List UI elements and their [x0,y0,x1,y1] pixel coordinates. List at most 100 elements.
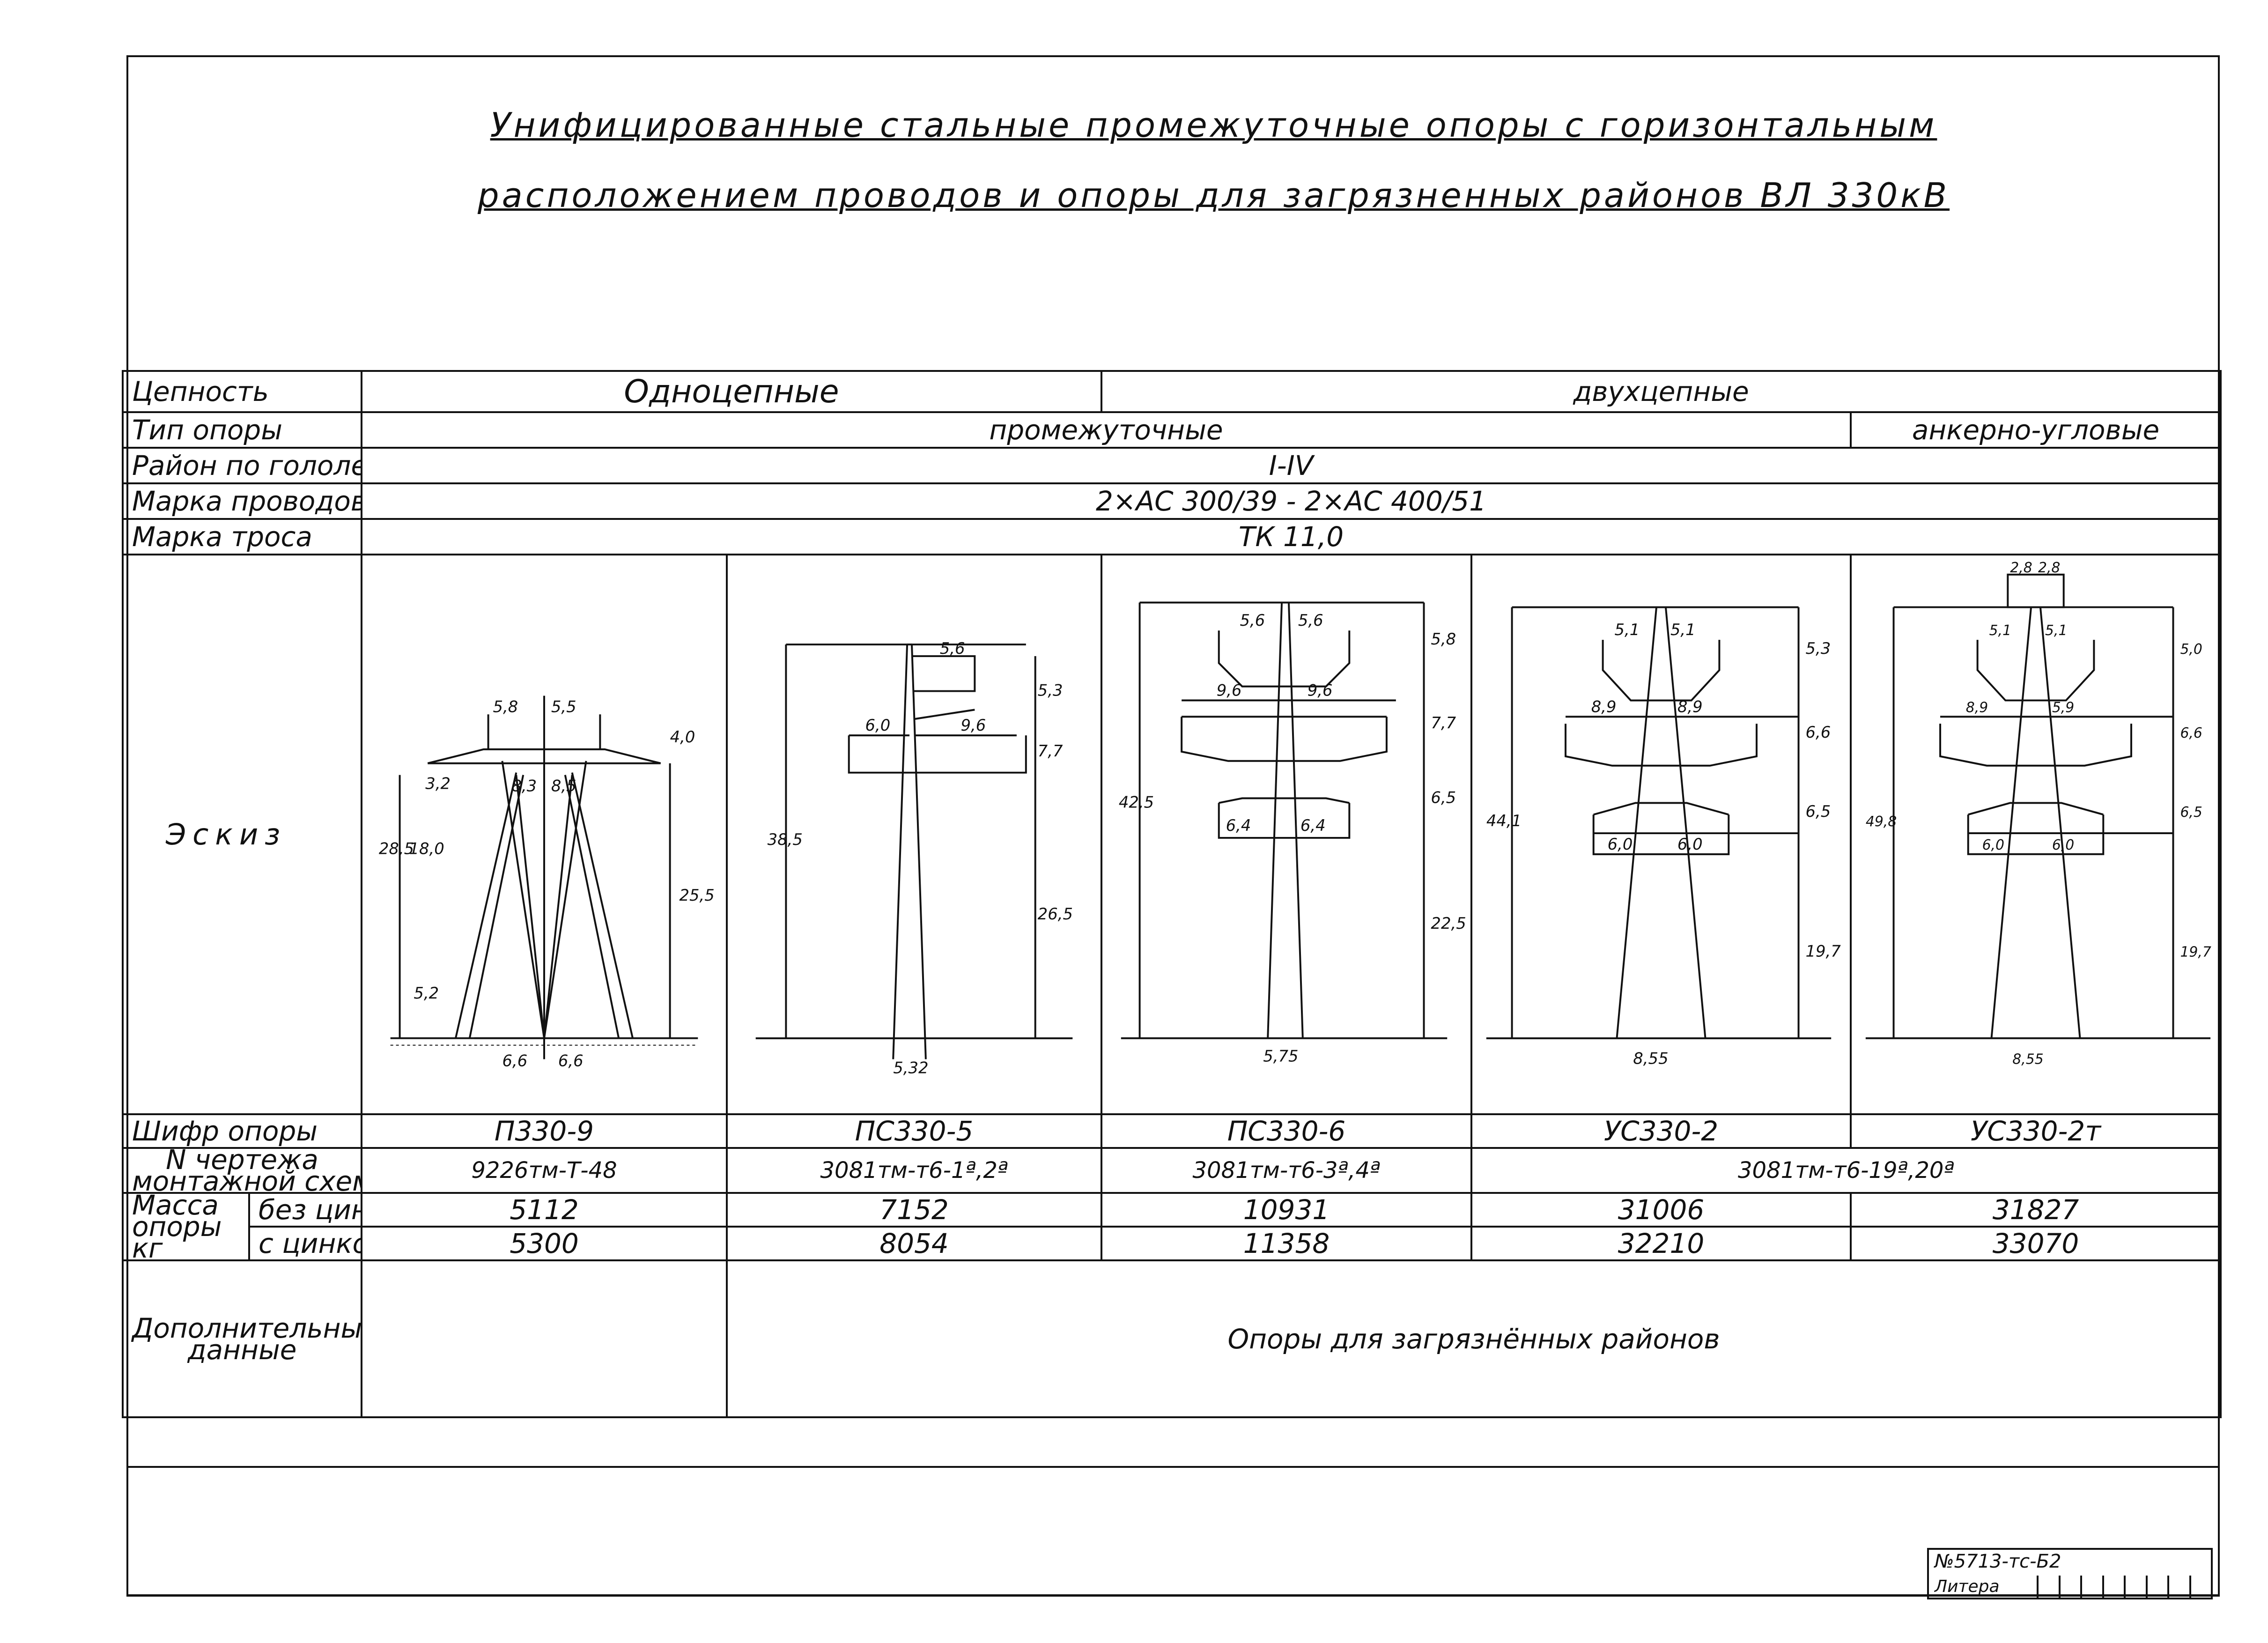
dim-p330-9-cross-l: 8,3 [511,777,537,795]
dim-ps330-5-right-h: 26,5 [1038,905,1073,923]
dim-us330-2t-peak: 2,8 [2010,560,2032,576]
dim-us330-2t-r2: 6,6 [2180,725,2202,741]
value-region: I-IV [360,447,2222,484]
dim-ps330-5-left-h: 38,5 [768,830,803,849]
title-line-1: Унифицированные стальные промежуточные о… [490,105,1937,145]
code-p330-9: П330-9 [361,1113,728,1149]
dim-us330-2t-mid-l: 8,9 [1966,699,1988,716]
mass-no-zinc-1: 7152 [725,1192,1103,1228]
dim-us330-2-mid-l: 8,9 [1591,697,1617,716]
dim-us330-2t-r1: 5,0 [2180,641,2202,658]
row-sketch: Эскиз [122,554,2222,1115]
sketch-p330-9: 5,8 5,5 4,0 8,3 8,5 3,2 28,5 18,0 25,5 5… [361,554,728,1115]
dim-us330-2-base: 8,55 [1633,1050,1668,1068]
code-us330-2t: УС330-2т [1850,1113,2222,1149]
row-code: Шифр опоры П330-9 ПС330-5 ПС330-6 УС330-… [122,1113,2222,1149]
dim-us330-2t-bot-l: 6,0 [1982,837,2004,853]
sketch-us330-2: 5,1 5,1 5,3 8,9 8,9 6,6 6,5 6,0 6,0 44,1… [1470,554,1852,1115]
title-line-2: расположением проводов и опоры для загря… [477,176,1950,215]
drawing-us330-merged: 3081тм-т6-19ª,20ª [1470,1147,2222,1194]
dim-us330-2-top-l: 5,1 [1615,621,1640,639]
row-chain: Цепность Одноцепные двухцепные [122,370,2222,413]
tower-drawing-us330-2: 5,1 5,1 5,3 8,9 8,9 6,6 6,5 6,0 6,0 44,1… [1486,606,1841,1068]
dim-ps330-6-top-r: 5,6 [1298,611,1323,629]
dim-us330-2-r1: 5,3 [1805,639,1831,658]
row-type: Тип опоры промежуточные анкерно-угловые [122,411,2222,449]
row-region: Район по гололеду I-IV [122,447,2222,484]
sketch-ps330-6: 5,6 5,6 5,8 9,6 9,6 7,7 6,5 6,4 6,4 42,5… [1101,554,1473,1115]
code-ps330-6: ПС330-6 [1101,1113,1473,1149]
stamp-cells [2037,1576,2211,1598]
label-mass-no-zinc: без цинка [248,1192,362,1228]
stamp-code: №5713-тс-Б2 [1935,1551,2061,1572]
dim-us330-2t-mid-r: 5,9 [2052,699,2074,716]
dim-p330-9-left-h2: 18,0 [409,840,444,858]
dim-us330-2-bot-r: 6,0 [1677,835,1703,853]
dim-ps330-6-left-h: 42,5 [1119,793,1154,811]
extra-p330-9 [361,1259,728,1418]
dim-ps330-6-mid-l: 9,6 [1217,681,1242,700]
dim-p330-9-cross-r: 8,5 [551,777,576,795]
mass-zinc-2: 11358 [1101,1226,1473,1261]
dim-p330-9-top-r: 5,5 [551,697,576,716]
dim-us330-2-left-h: 44,1 [1486,812,1522,830]
dim-ps330-6-bot-r: 6,4 [1300,816,1326,835]
dim-us330-2-bot-l: 6,0 [1608,835,1633,853]
dim-us330-2t-peak2: 2,8 [2038,560,2060,576]
dim-ps330-5-arm-top: 5,6 [940,639,965,658]
dim-ps330-6-top-l: 5,6 [1240,611,1265,629]
label-region: Район по гололеду [122,447,362,484]
dim-p330-9-right-total: 25,5 [680,886,715,904]
title-block-stamp: №5713-тс-Б2 Литера [1927,1548,2213,1599]
dim-us330-2t-top-r: 5,1 [2045,622,2067,639]
label-type: Тип опоры [122,411,362,449]
mass-zinc-4: 33070 [1850,1226,2222,1261]
dim-p330-9-base-r: 6,6 [558,1051,584,1070]
value-single-chain: Одноцепные [360,370,1103,413]
dim-ps330-5-arm-r: 9,6 [961,716,986,734]
code-us330-2: УС330-2 [1470,1113,1852,1149]
tower-drawing-p330-9: 5,8 5,5 4,0 8,3 8,5 3,2 28,5 18,0 25,5 5… [379,696,715,1070]
frame-lower-divider [126,1466,2220,1468]
dim-ps330-5-base: 5,32 [893,1058,928,1077]
dim-ps330-6-bot-l: 6,4 [1226,816,1251,835]
dim-p330-9-left-bottom: 5,2 [414,984,439,1002]
row-extra: Дополнительные данные Опоры для загрязнё… [122,1259,2222,1418]
stamp-litera: Литера [1935,1577,2000,1596]
mass-zinc-0: 5300 [361,1226,728,1261]
dim-p330-9-left-small: 3,2 [425,774,451,792]
dim-ps330-6-right-h: 22,5 [1431,914,1466,933]
drawing-ps330-6: 3081тм-т6-3ª,4ª [1101,1147,1473,1194]
sketch-us330-2t: 2,8 2,8 5,1 5,1 5,0 8,9 5,9 6,6 6,5 6,0 … [1850,554,2222,1115]
value-cable: ТК 11,0 [360,518,2222,555]
label-wire: Марка проводов [122,482,362,520]
drawing-ps330-5: 3081тм-т6-1ª,2ª [725,1147,1103,1194]
dim-p330-9-top-l: 5,8 [493,697,518,716]
tower-drawing-ps330-6: 5,6 5,6 5,8 9,6 9,6 7,7 6,5 6,4 6,4 42,5… [1119,601,1466,1066]
value-wire: 2×АС 300/39 - 2×АС 400/51 [360,482,2222,520]
sketch-ps330-5: 5,6 5,3 6,0 9,6 7,7 38,5 26,5 5,32 [725,554,1103,1115]
dim-us330-2-right-h: 19,7 [1805,942,1841,961]
dim-us330-2-top-r: 5,1 [1670,621,1696,639]
supports-table: Цепность Одноцепные двухцепные Тип опоры… [122,370,2222,1418]
label-chain: Цепность [122,370,362,413]
row-mass-zinc: с цинком 5300 8054 11358 32210 33070 [123,1226,2222,1261]
label-mass-zinc: с цинком [248,1226,362,1261]
dim-us330-2t-left-h: 49,8 [1866,814,1897,830]
mass-no-zinc-3: 31006 [1470,1192,1852,1228]
extra-value: Опоры для загрязнённых районов [725,1259,2222,1418]
label-drawing: N чертежа монтажной схемы [122,1147,362,1194]
tower-drawing-us330-2t: 2,8 2,8 5,1 5,1 5,0 8,9 5,9 6,6 6,5 6,0 … [1865,560,2211,1068]
dim-us330-2-r3: 6,5 [1805,802,1831,821]
mass-no-zinc-0: 5112 [361,1192,728,1228]
dim-us330-2t-bot-r: 6,0 [2052,837,2074,853]
row-wire: Марка проводов 2×АС 300/39 - 2×АС 400/51 [122,482,2222,520]
dim-ps330-5-right-top: 5,3 [1038,681,1063,699]
label-extra: Дополнительные данные [122,1259,362,1418]
dim-us330-2t-r3: 6,5 [2180,804,2202,821]
dim-p330-9-base-l: 6,6 [502,1051,527,1070]
value-double-chain: двухцепные [1101,370,2222,413]
row-cable: Марка троса ТК 11,0 [122,518,2222,555]
dim-ps330-6-base: 5,75 [1263,1047,1298,1066]
mass-zinc-3: 32210 [1470,1226,1852,1261]
